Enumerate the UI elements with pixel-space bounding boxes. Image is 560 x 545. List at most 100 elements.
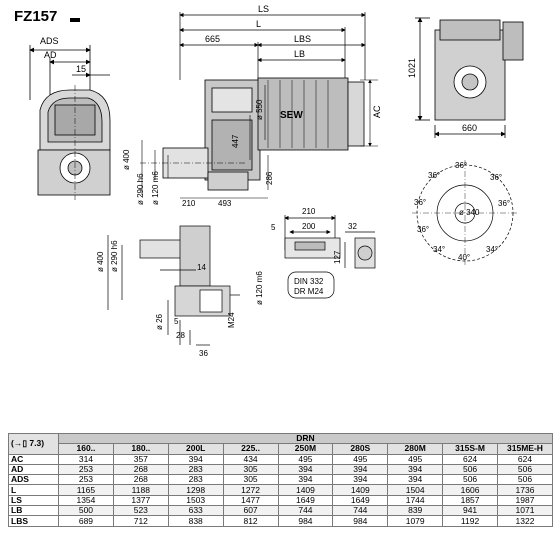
table-cell: 394 bbox=[332, 474, 389, 486]
table-cell: 1079 bbox=[387, 515, 444, 527]
length-dimensions bbox=[179, 12, 366, 80]
angle-label: 36° bbox=[428, 171, 440, 180]
table-cell: 633 bbox=[167, 505, 224, 517]
table-cell: 495 bbox=[332, 453, 389, 465]
row-label: LS bbox=[8, 494, 59, 507]
table-cell: 394 bbox=[387, 474, 444, 486]
angle-label: 36° bbox=[490, 173, 502, 182]
angle-label: 34° bbox=[486, 245, 498, 254]
table-cell: 506 bbox=[442, 474, 498, 486]
table-cell: 1649 bbox=[332, 494, 389, 507]
table-cell: 984 bbox=[277, 515, 334, 527]
row-label: LBS bbox=[8, 515, 59, 527]
dim-493: 493 bbox=[218, 199, 232, 208]
angle-label: 36° bbox=[455, 161, 467, 170]
table-cell: 394 bbox=[387, 463, 444, 476]
table-cell: 1503 bbox=[167, 494, 224, 507]
table-cell: 1987 bbox=[497, 494, 553, 507]
table-cell: 506 bbox=[442, 463, 498, 476]
dim-120: ø 120 m6 bbox=[151, 171, 160, 205]
table-cell: 839 bbox=[387, 505, 444, 517]
grid-icon: (→▯ bbox=[11, 438, 28, 449]
dim-26: ø 26 bbox=[155, 313, 164, 330]
row-label: AD bbox=[8, 463, 59, 476]
dim-ads: ADS bbox=[40, 36, 59, 46]
table-cell: 1857 bbox=[442, 494, 498, 507]
table-cell: 500 bbox=[58, 505, 114, 517]
dim-127: 127 bbox=[333, 250, 342, 264]
table-group-header: DRN bbox=[58, 432, 553, 445]
table-cell: 712 bbox=[112, 515, 169, 527]
angle-label: 36° bbox=[417, 225, 429, 234]
technical-drawing: ADS AD 15 LS L 665 LBS LB SEW bbox=[29, 4, 524, 358]
table-cell: 689 bbox=[58, 515, 114, 527]
table-corner-label: 7.3) bbox=[29, 438, 45, 449]
dim-l: L bbox=[256, 19, 261, 29]
page-title: FZ157 bbox=[14, 8, 58, 25]
table-cell: 838 bbox=[167, 515, 224, 527]
flange-detail bbox=[107, 225, 240, 346]
dim-m24: M24 bbox=[227, 312, 236, 328]
dim-660: 660 bbox=[462, 123, 477, 133]
table-cell: 1377 bbox=[112, 494, 169, 507]
table-column-header: 280M bbox=[387, 443, 444, 455]
dim-447: 447 bbox=[231, 134, 240, 148]
table-cell: 624 bbox=[442, 453, 498, 465]
dim-400: ø 400 bbox=[122, 149, 131, 170]
dim-286: 286 bbox=[265, 171, 274, 185]
angle-label: 40° bbox=[458, 253, 470, 262]
table-cell: 744 bbox=[332, 505, 389, 517]
table-cell: 1649 bbox=[277, 494, 334, 507]
dim-290-flange: ø 290 h6 bbox=[110, 240, 119, 272]
table-cell: 1071 bbox=[497, 505, 553, 517]
table-cell: 305 bbox=[222, 474, 279, 486]
table-cell: 984 bbox=[332, 515, 389, 527]
dim-550: ø 550 bbox=[255, 99, 264, 120]
dim-ls: LS bbox=[258, 4, 269, 14]
table-cell: 523 bbox=[112, 505, 169, 517]
din-332-label: DIN 332 bbox=[294, 277, 324, 286]
table-cell: 1298 bbox=[167, 484, 224, 496]
dim-ac: AC bbox=[372, 105, 382, 118]
table-cell: 1165 bbox=[58, 484, 114, 496]
dim-15: 15 bbox=[76, 64, 86, 74]
table-cell: 1272 bbox=[222, 484, 279, 496]
table-cell: 434 bbox=[222, 453, 279, 465]
dim-36: 36 bbox=[199, 349, 208, 358]
table-cell: 744 bbox=[277, 505, 334, 517]
dim-lb: LB bbox=[294, 49, 305, 59]
table-cell: 253 bbox=[58, 463, 114, 476]
dim-ad: AD bbox=[44, 50, 57, 60]
table-column-header: 315ME-H bbox=[497, 443, 553, 455]
table-cell: 394 bbox=[167, 453, 224, 465]
table-column-header: 250M bbox=[277, 443, 334, 455]
table-cell: 394 bbox=[277, 474, 334, 486]
table-cell: 1477 bbox=[222, 494, 279, 507]
dim-lbs: LBS bbox=[294, 34, 311, 44]
dim-210-shaft: 210 bbox=[302, 207, 316, 216]
dr-m24-label: DR M24 bbox=[294, 287, 324, 296]
table-cell: 1744 bbox=[387, 494, 444, 507]
table-column-header: 315S-M bbox=[442, 443, 498, 455]
table-cell: 1322 bbox=[497, 515, 553, 527]
dim-1021: 1021 bbox=[407, 58, 417, 78]
dim-28: 28 bbox=[176, 331, 185, 340]
table-cell: 305 bbox=[222, 463, 279, 476]
table-cell: 268 bbox=[112, 463, 169, 476]
bolt-circle bbox=[412, 160, 518, 266]
table-cell: 941 bbox=[442, 505, 498, 517]
dim-5-flange: 5 bbox=[174, 317, 179, 326]
row-label: L bbox=[8, 484, 59, 496]
dim-32: 32 bbox=[348, 222, 357, 231]
shaft-detail bbox=[284, 215, 376, 299]
table-column-header: 225.. bbox=[222, 443, 279, 455]
table-cell: 283 bbox=[167, 463, 224, 476]
